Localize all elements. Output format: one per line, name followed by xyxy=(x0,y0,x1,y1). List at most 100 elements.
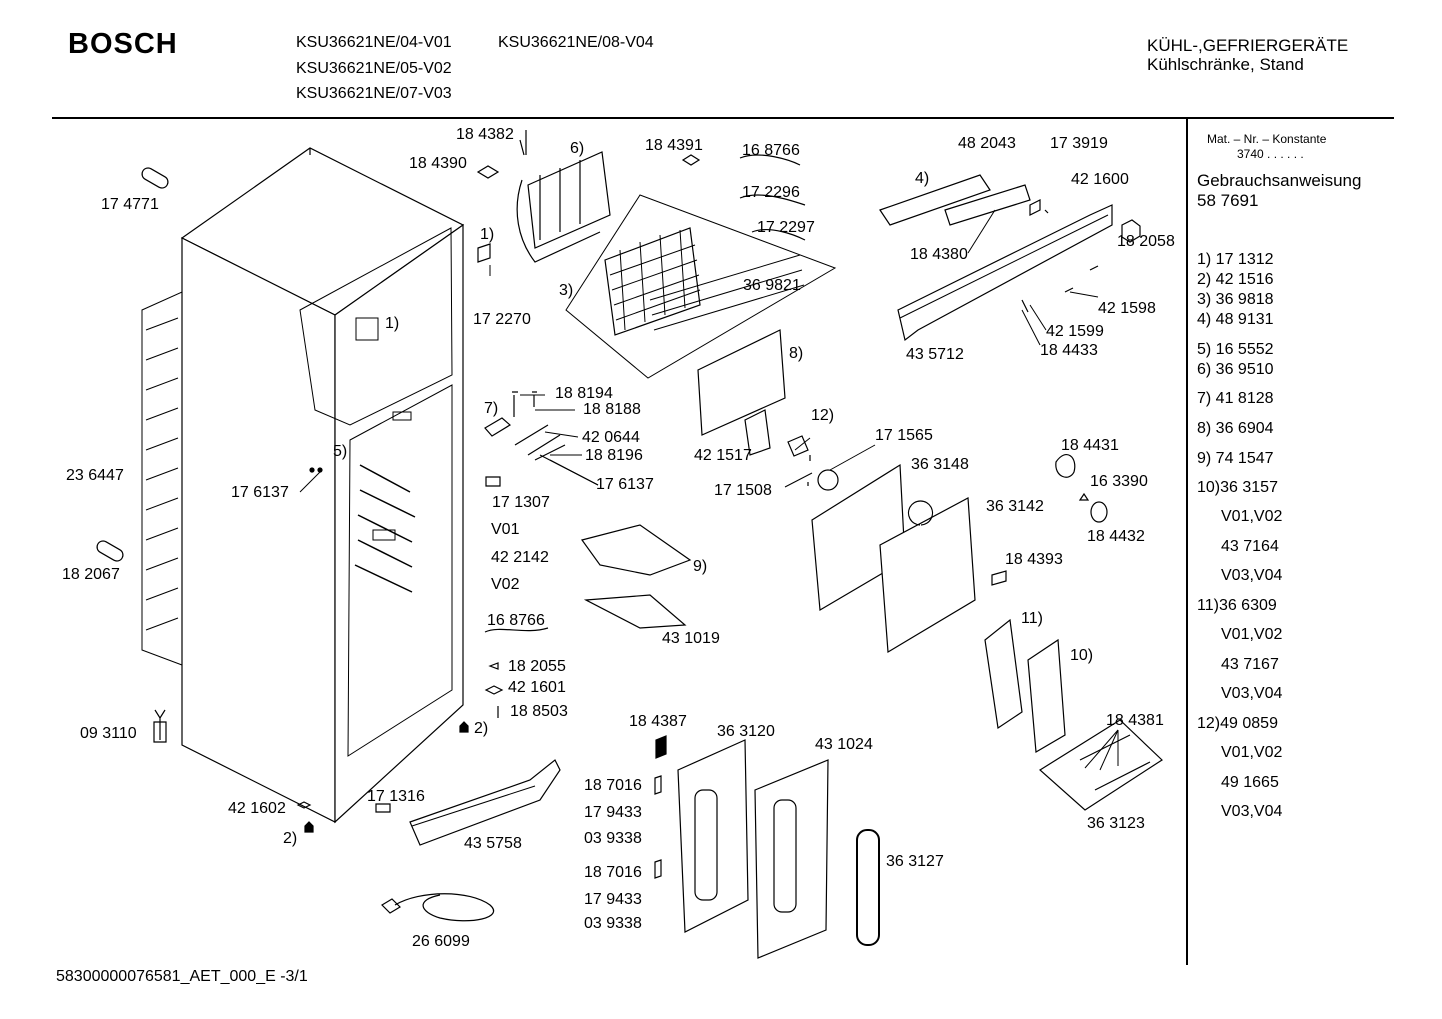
part-label: 18 7016 xyxy=(584,864,642,881)
part-label: 43 1019 xyxy=(662,630,720,647)
part-label: 17 2297 xyxy=(757,219,815,236)
parts-list-item: 7) 41 8128 xyxy=(1197,390,1274,407)
header-divider xyxy=(52,117,1394,119)
part-label: 17 6137 xyxy=(596,476,654,493)
part-label: 1) xyxy=(385,315,400,332)
part-label: 03 9338 xyxy=(584,830,642,847)
part-label: 17 9433 xyxy=(584,804,642,821)
part-label: 18 4380 xyxy=(910,246,968,263)
part-label: 10) xyxy=(1070,647,1094,664)
part-label: 17 2270 xyxy=(473,311,531,328)
part-label: 23 6447 xyxy=(66,467,124,484)
part-label: 18 2067 xyxy=(62,566,120,583)
part-label: 18 4432 xyxy=(1087,528,1145,545)
part-label: 3) xyxy=(559,282,574,299)
parts-list-item: 8) 36 6904 xyxy=(1197,420,1274,437)
part-label: 36 3123 xyxy=(1087,815,1145,832)
model-list: KSU36621NE/08-V04 xyxy=(498,30,654,55)
part-label: 18 4431 xyxy=(1061,437,1119,454)
part-label: 18 7016 xyxy=(584,777,642,794)
part-label: 42 1517 xyxy=(694,447,752,464)
parts-list-item: V01,V02 xyxy=(1221,626,1283,643)
mat-value: 3740 . . . . . . xyxy=(1237,147,1304,161)
parts-list-item: 1) 17 1312 xyxy=(1197,251,1274,268)
part-label: 4) xyxy=(915,170,930,187)
parts-list-item: 2) 42 1516 xyxy=(1197,271,1274,288)
parts-list-item: 49 1665 xyxy=(1221,774,1279,791)
part-label: 12) xyxy=(811,407,835,424)
part-label: 18 4382 xyxy=(456,126,514,143)
parts-list-item: 6) 36 9510 xyxy=(1197,361,1274,378)
category-line-2: Kühlschränke, Stand xyxy=(1147,55,1304,74)
model-item: KSU36621NE/08-V04 xyxy=(498,34,654,51)
part-label: 42 2142 xyxy=(491,549,549,566)
part-label: 1) xyxy=(480,226,495,243)
part-label: 18 8196 xyxy=(585,447,643,464)
mat-label: Mat. – Nr. – Konstante xyxy=(1207,132,1327,146)
part-label: 42 0644 xyxy=(582,429,640,446)
part-label: 18 4381 xyxy=(1106,712,1164,729)
part-label: 43 5758 xyxy=(464,835,522,852)
evaporator-drawing xyxy=(478,130,835,455)
part-label: 18 8188 xyxy=(583,401,641,418)
category-line-1: KÜHL-,GEFRIERGERÄTE xyxy=(1147,36,1349,55)
model-list: KSU36621NE/05-V02 KSU36621NE/07-V03 xyxy=(296,56,452,106)
part-label: 17 1565 xyxy=(875,427,933,444)
part-label: 2) xyxy=(474,720,489,737)
parts-list-item: 11)36 6309 xyxy=(1197,597,1277,614)
brand-logo: BOSCH xyxy=(68,28,178,60)
parts-list-item: 43 7167 xyxy=(1221,656,1279,673)
part-label: 43 1024 xyxy=(815,736,873,753)
part-label: 42 1600 xyxy=(1071,171,1129,188)
model-item: KSU36621NE/05-V02 xyxy=(296,60,452,77)
door-bins-drawing xyxy=(655,736,879,958)
part-label: 36 3142 xyxy=(986,498,1044,515)
leader-lines xyxy=(300,210,1118,770)
model-item: KSU36621NE/04-V01 xyxy=(296,34,452,51)
part-label: 17 1508 xyxy=(714,482,772,499)
parts-list-item: 12)49 0859 xyxy=(1197,715,1278,732)
category-heading: KÜHL-,GEFRIERGERÄTE Kühlschränke, Stand xyxy=(1147,36,1348,74)
left-parts-drawing xyxy=(95,166,560,921)
part-label: 16 3390 xyxy=(1090,473,1148,490)
part-label: 03 9338 xyxy=(584,915,642,932)
part-label: 17 1307 xyxy=(492,494,550,511)
model-item: KSU36621NE/07-V03 xyxy=(296,85,452,102)
part-label: 17 3919 xyxy=(1050,135,1108,152)
part-label: 18 8194 xyxy=(555,385,613,402)
part-label: 48 2043 xyxy=(958,135,1016,152)
parts-list-item: V01,V02 xyxy=(1221,744,1283,761)
part-label: 43 5712 xyxy=(906,346,964,363)
part-label: 18 4433 xyxy=(1040,342,1098,359)
part-label: 5) xyxy=(333,443,348,460)
manual-number: 58 7691 xyxy=(1197,191,1259,210)
part-label: V01 xyxy=(491,521,520,538)
parts-list-item: 43 7164 xyxy=(1221,538,1279,555)
parts-list-item: V03,V04 xyxy=(1221,567,1283,584)
fridge-cabinet-drawing xyxy=(142,148,463,822)
part-label: 36 3127 xyxy=(886,853,944,870)
part-label: 18 2058 xyxy=(1117,233,1175,250)
part-label: 17 9433 xyxy=(584,891,642,908)
part-label: 8) xyxy=(789,345,804,362)
part-label: 36 3120 xyxy=(717,723,775,740)
part-label: 11) xyxy=(1021,610,1043,627)
part-label: 18 4387 xyxy=(629,713,687,730)
part-label: 42 1598 xyxy=(1098,300,1156,317)
hardware-parts-drawing xyxy=(485,392,690,718)
part-label: 17 1316 xyxy=(367,788,425,805)
part-label: 7) xyxy=(484,400,499,417)
part-label: 2) xyxy=(283,830,298,847)
part-label: 17 4771 xyxy=(101,196,159,213)
parts-list-item: V03,V04 xyxy=(1221,685,1283,702)
document-id: 58300000076581_AET_000_E -3/1 xyxy=(56,968,308,985)
part-label: 9) xyxy=(693,558,708,575)
parts-list-item: V03,V04 xyxy=(1221,803,1283,820)
parts-list-item: 5) 16 5552 xyxy=(1197,341,1274,358)
part-label: 42 1601 xyxy=(508,679,566,696)
part-label: 18 4393 xyxy=(1005,551,1063,568)
part-label: 36 9821 xyxy=(743,277,801,294)
part-label: 18 4390 xyxy=(409,155,467,172)
manual-label: Gebrauchsanweisung xyxy=(1197,171,1362,190)
